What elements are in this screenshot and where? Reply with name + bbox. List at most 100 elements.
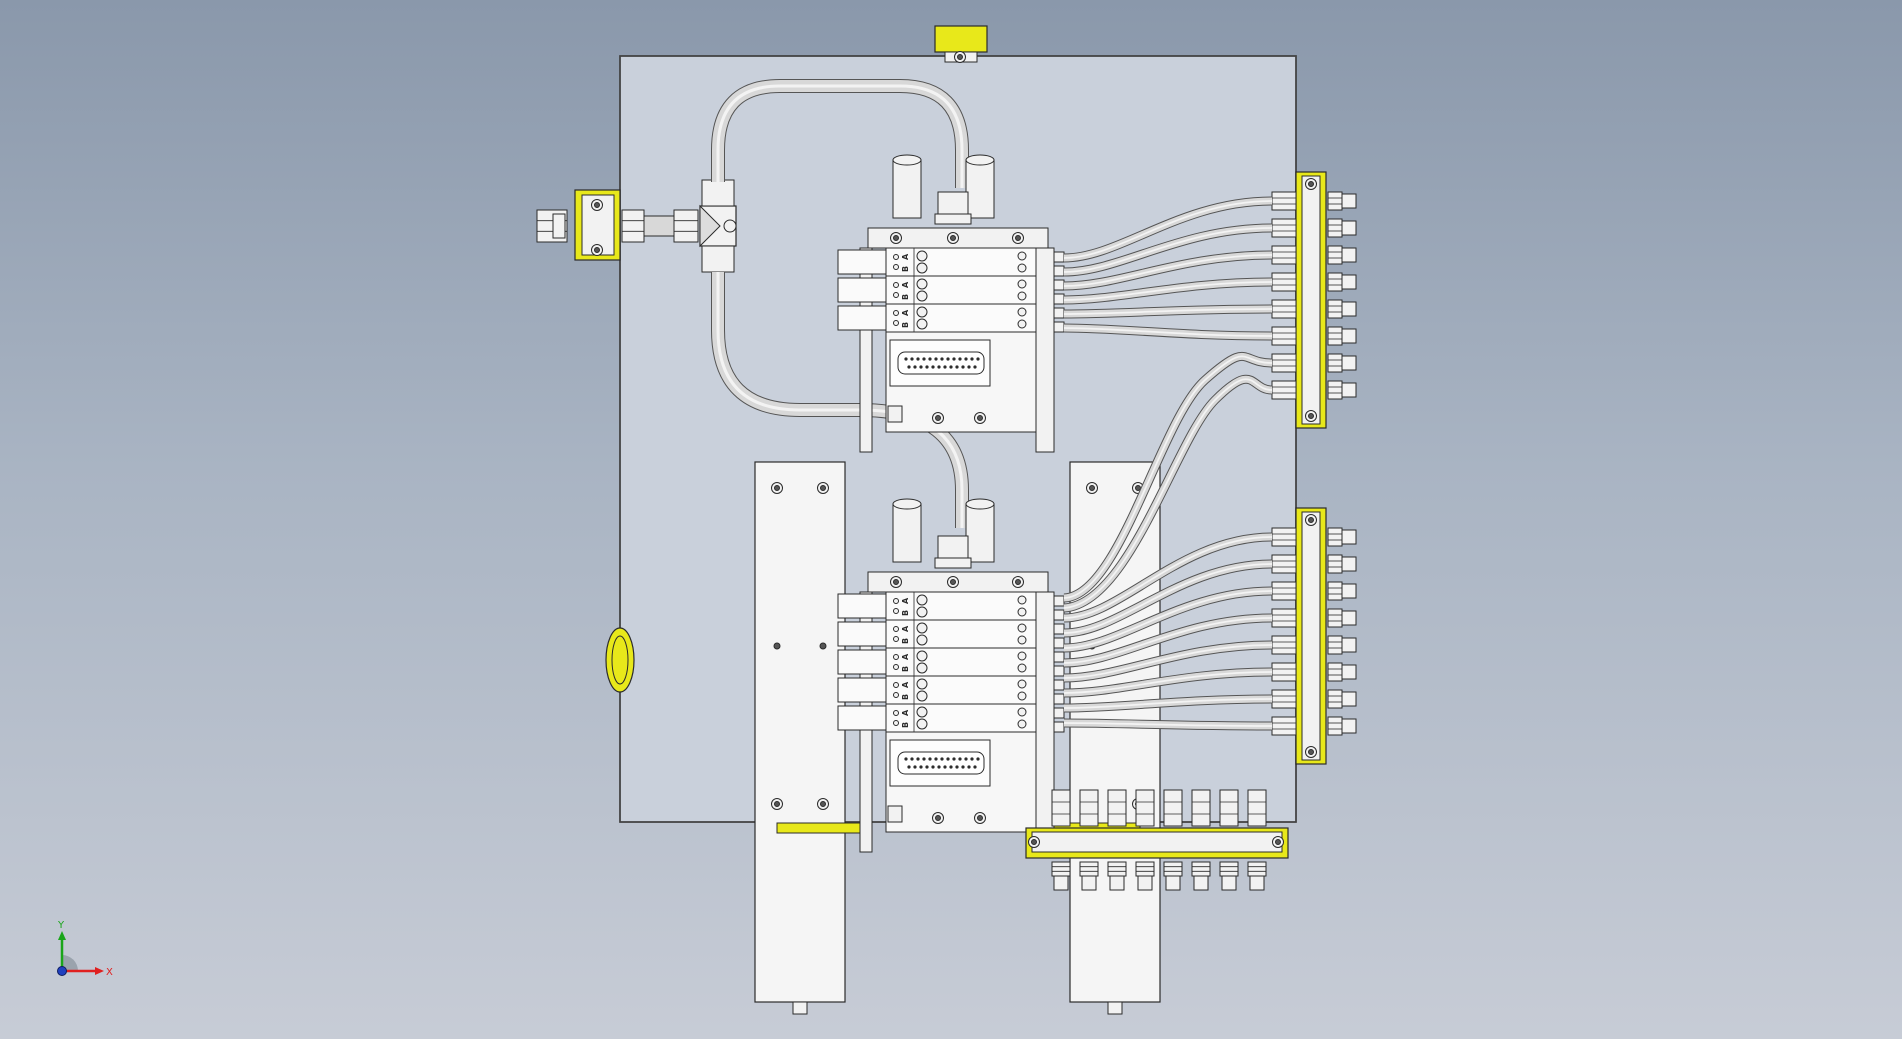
rail-foot-left [776,822,868,834]
bottom-outer-collet [1193,875,1209,891]
bottom-inner-fitting [1107,789,1127,827]
manifold-lower-dsub-pin [949,765,953,769]
bulkhead-upper-outer-fitting [1327,272,1343,292]
manifold-upper-manual-override [916,250,928,262]
bottom-outer-fitting [1191,861,1211,877]
manifold-lower-base-screw-center [977,815,983,821]
bulkhead-lower-outer-fitting-body [1327,554,1343,574]
bottom-outer-collet [1081,875,1097,891]
manifold-upper-port-a [1017,279,1027,289]
manifold-upper-port-b [1017,291,1027,301]
manifold-lower-dsub-pin [940,757,944,761]
output-tube-upper-highlight [1063,254,1273,287]
y-axis-label: Y [57,920,65,931]
manifold-upper-led [893,282,899,288]
supply-tube-upper-highlight [716,84,964,188]
bottom-inner-fitting [1247,789,1267,827]
bulkhead-lower-screw-center [1308,517,1314,523]
manifold-lower-dsub-pin [952,757,956,761]
manifold-lower-dsub-pin [964,757,968,761]
bulkhead-upper-outer-fitting-body [1327,191,1343,211]
inlet-coupler [673,209,699,243]
manifold-upper-manual-override [916,306,928,318]
bulkhead-lower-plate-inner [1301,511,1321,761]
bulkhead-lower-inner-fitting [1271,635,1297,655]
bulkhead-lower-outer-collet [1341,637,1357,653]
manifold-lower-valve-slice [885,647,1037,677]
manifold-lower-solenoid-coil [837,593,887,619]
manifold-upper-label-b: B [901,294,910,300]
bulkhead-lower-outer-collet [1341,583,1357,599]
bulkhead-upper-inner-fitting [1271,299,1297,319]
manifold-upper-dsub-pin [970,357,974,361]
manifold-lower-valve-slice [885,675,1037,705]
bottom-inner-fitting-body [1163,789,1183,827]
inlet-tube [643,215,675,237]
manifold-lower-port-b [1017,663,1027,673]
manifold-lower-dsub-pin [973,765,977,769]
manifold-lower-rail-screw-center [1015,579,1021,585]
bulkhead-upper-inner-fitting-body [1271,245,1297,265]
bulkhead-lower-outer-fitting-body [1327,662,1343,682]
manifold-lower-led [893,608,899,614]
bulkhead-lower-inner-fitting-body [1271,635,1297,655]
manifold-lower-manual-override [916,706,928,718]
bottom-outer-fitting [1051,861,1071,877]
mounting-rail-left-hole [773,642,781,650]
manifold-upper-rail-screw-center [1015,235,1021,241]
manifold-lower-dsub-pin [946,757,950,761]
manifold-upper-dsub-pin [964,357,968,361]
manifold-lower-manual-override [916,690,928,702]
manifold-lower-dsub-pin [976,757,980,761]
bulkhead-upper-outer-fitting [1327,299,1343,319]
output-tube-lower-highlight [1063,644,1273,679]
bulkhead-upper-inner-fitting [1271,272,1297,292]
manifold-upper-led [893,292,899,298]
bulkhead-upper-inner-fitting-body [1271,191,1297,211]
x-axis-arrow [95,967,104,975]
bulkhead-lower-outer-fitting-body [1327,581,1343,601]
manifold-upper-dsub-pin [946,357,950,361]
manifold-upper-pilot-left-cap [892,154,922,166]
bulkhead-lower-outer-fitting-body [1327,635,1343,655]
manifold-lower-port-b [1017,719,1027,729]
output-tube-lower-highlight [1063,590,1273,649]
manifold-lower-dsub-pin [958,757,962,761]
bulkhead-lower-inner-fitting [1271,716,1297,736]
manifold-lower-label-b: B [901,722,910,728]
bottom-outer-fitting-body [1079,861,1099,877]
bulkhead-upper-outer-collet [1341,355,1357,371]
manifold-lower-dsub-pin [910,757,914,761]
bulkhead-lower-outer-collet [1341,556,1357,572]
manifold-lower-led [893,664,899,670]
manifold-lower-manual-override [916,606,928,618]
manifold-upper-manual-override [916,318,928,330]
bulkhead-upper-inner-fitting [1271,191,1297,211]
bulkhead-upper-inner-fitting-body [1271,380,1297,400]
manifold-upper-pilot-right-cap [965,154,995,166]
bulkhead-lower-outer-collet [1341,529,1357,545]
bottom-outer-fitting-body [1247,861,1267,877]
bulkhead-upper-outer-fitting-body [1327,299,1343,319]
manifold-upper-label-a: A [901,309,910,316]
bulkhead-lower-inner-fitting-body [1271,662,1297,682]
bulkhead-upper-screw-center [1308,413,1314,419]
manifold-lower-manual-override [916,678,928,690]
manifold-lower-label-a: A [901,653,910,660]
output-tube-lower-highlight [1063,536,1273,619]
side-gland [605,627,635,693]
manifold-lower-pilot-right [965,503,995,563]
manifold-upper-dsub-pin [928,357,932,361]
output-tube-cross-highlight [1063,378,1273,609]
manifold-upper-pilot-right [965,159,995,219]
bulkhead-lower-outer-fitting [1327,716,1343,736]
bottom-outer-collet [1221,875,1237,891]
manifold-lower-port-a [1017,707,1027,717]
output-tube-lower-highlight [1063,698,1273,709]
output-tube-upper-highlight [1063,327,1273,337]
manifold-upper-dsub-pin [913,365,917,369]
manifold-lower-dsub-pin [943,765,947,769]
axis-triad: Y X [57,920,113,978]
